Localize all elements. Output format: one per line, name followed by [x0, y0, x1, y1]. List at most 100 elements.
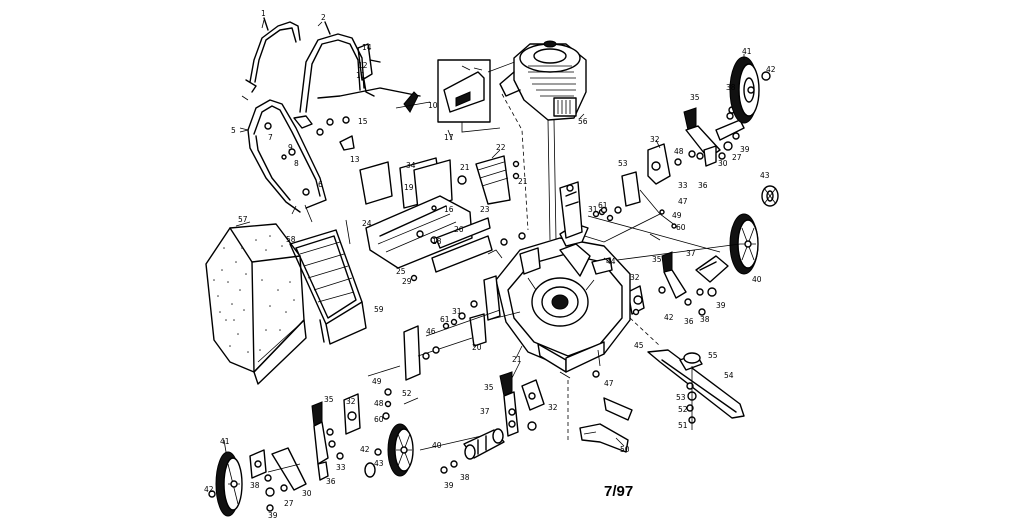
- part-labels: 1 2 5 6 7 8 9 10 11 12 13 14 15 17 16 18…: [204, 9, 776, 520]
- label-lever-tr: 35: [690, 93, 700, 102]
- label-spring-tr: 33: [678, 181, 688, 190]
- label-guard: 50: [620, 445, 630, 454]
- label-chute-cover: 22: [496, 143, 506, 152]
- label-blade: 54: [724, 371, 734, 380]
- label-nut-mr: 39: [716, 301, 726, 310]
- label-control-a: 11: [356, 71, 366, 80]
- label-control-bolt: 15: [358, 117, 368, 126]
- label-plate-mr: 32: [630, 273, 640, 282]
- label-chute-rod: 18: [432, 237, 442, 246]
- label-knob: 44: [606, 257, 616, 266]
- label-chute-door: 16: [444, 205, 454, 214]
- label-chute-pin-a: 21: [460, 163, 470, 172]
- label-spring: 13: [350, 155, 360, 164]
- label-axle-r: 37: [686, 249, 696, 258]
- label-hub-mr: 43: [760, 171, 770, 180]
- label-blade-bolt: 53: [676, 393, 686, 402]
- label-lever-bl: 35: [324, 395, 334, 404]
- label-chute-axle: 19: [404, 183, 414, 192]
- label-plate-l: 60: [374, 415, 384, 424]
- label-screw-r: 31: [588, 205, 598, 214]
- label-blade-adapter: 55: [708, 351, 718, 360]
- label-spring-bl: 33: [336, 463, 346, 472]
- wheel-bottom-mid: [364, 423, 491, 478]
- label-handle-upper-left: 1: [261, 9, 266, 18]
- label-control-panel: 17: [444, 133, 454, 142]
- label-deck: 45: [634, 341, 644, 350]
- label-plate-tr: 32: [650, 135, 660, 144]
- label-washer-bm-wheel: 38: [460, 473, 470, 482]
- label-decal: 46: [426, 327, 436, 336]
- handle-fittings: [264, 115, 355, 223]
- lower-handle: [239, 99, 327, 213]
- discharge-chute: [359, 155, 526, 282]
- label-bolt-tr: 34: [406, 161, 416, 170]
- label-cap-mr: 42: [664, 313, 674, 322]
- wheel-top-right: [726, 56, 771, 124]
- label-nut-bm: 39: [444, 481, 454, 490]
- label-handle-upper-right: 2: [321, 13, 326, 22]
- bag-frame: [289, 229, 367, 345]
- label-chute-frame: 20: [472, 343, 482, 352]
- label-spacer-bl: 27: [284, 499, 294, 508]
- label-axle-b: 37: [480, 407, 490, 416]
- leader-lines: [223, 19, 745, 453]
- wheel-bottom-left: [208, 447, 307, 517]
- label-plate-r: 60: [676, 223, 686, 232]
- engine: [499, 40, 587, 241]
- label-hub-bm: 43: [374, 459, 384, 468]
- label-bag: 57: [238, 215, 248, 224]
- label-washer-tr-wheel: 38: [726, 83, 736, 92]
- label-chute-pin-c: 21: [512, 355, 522, 364]
- drawing-date: 7/97: [604, 483, 633, 500]
- label-nut-tr: 39: [740, 145, 750, 154]
- adjuster-bottom-mid: [499, 345, 545, 437]
- label-handle-lower: 5: [231, 126, 236, 135]
- left-adjuster-lower: [311, 325, 473, 481]
- grass-bag: [205, 223, 307, 385]
- label-bolt-r: 49: [672, 211, 682, 220]
- label-handle-cable: 8: [294, 159, 299, 168]
- label-chute-screw: 29: [402, 277, 412, 286]
- label-nut-r: 47: [678, 197, 688, 206]
- label-bracket-r: 53: [618, 159, 628, 168]
- label-nut-l: 47: [604, 379, 614, 388]
- label-bag-liner: 59: [374, 305, 384, 314]
- hub-cap-mid-right: [761, 185, 779, 207]
- control-bracket: [357, 43, 431, 113]
- label-wheel-mr: 40: [752, 275, 762, 284]
- label-bail: 10: [428, 101, 438, 110]
- rear-guard: [579, 397, 633, 453]
- right-adjuster-upper: [565, 106, 745, 253]
- label-handle-bolt: 6: [318, 180, 323, 189]
- label-cap-tr: 42: [766, 65, 776, 74]
- label-handle-clip: 9: [288, 143, 293, 152]
- label-blade-washer: 52: [678, 405, 688, 414]
- label-chute-pin-b: 21: [518, 177, 528, 186]
- label-washer-bl: 36: [326, 477, 336, 486]
- label-handle-knob: 7: [268, 133, 273, 142]
- upper-handle-right: [299, 21, 421, 113]
- mower-deck: [495, 237, 661, 440]
- label-lever-ml: 35: [484, 383, 494, 392]
- label-plate-bl: 32: [346, 397, 356, 406]
- label-nut-bl: 39: [268, 511, 278, 520]
- label-washer-mr: 36: [684, 317, 694, 326]
- label-washer-mr-wheel: 38: [700, 315, 710, 324]
- label-wheel-tr: 41: [742, 47, 752, 56]
- blade-assembly: [647, 349, 745, 430]
- label-chute-bracket: 26: [454, 225, 464, 234]
- deck-left-brackets: [425, 181, 608, 347]
- wheel-mid-right: [601, 185, 779, 316]
- label-blade-lock: 51: [678, 421, 688, 430]
- label-wheel-bl: 41: [220, 437, 230, 446]
- label-plate-ml: 32: [548, 403, 558, 412]
- axle-bottom: [463, 428, 505, 460]
- label-engine: 56: [578, 117, 588, 126]
- label-chute-flap: 25: [396, 267, 406, 276]
- label-control-bracket: 14: [362, 43, 372, 52]
- label-screw-r-deck: 61: [598, 201, 608, 210]
- label-screw-l: 31: [452, 307, 462, 316]
- label-lever-mr: 35: [652, 255, 662, 264]
